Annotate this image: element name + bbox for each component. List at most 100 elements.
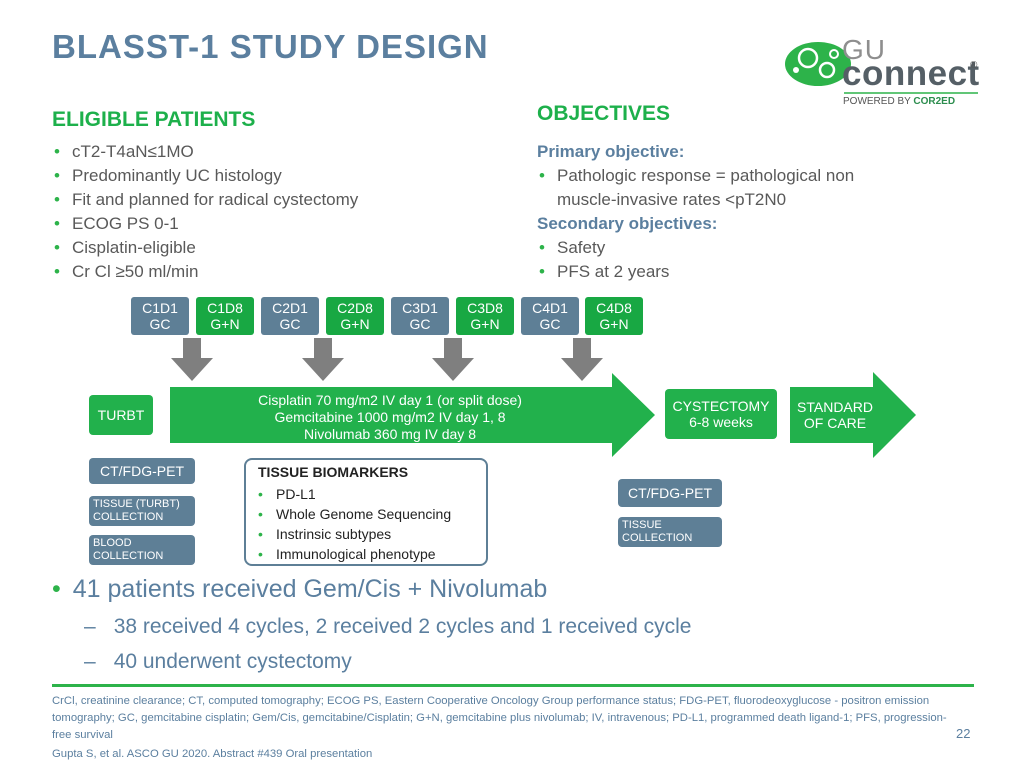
summary-main-text: 41 patients received Gem/Cis + Nivolumab: [72, 575, 548, 603]
tissue-biomarkers-box: TISSUE BIOMARKERS PD-L1 Whole Genome Seq…: [244, 458, 488, 566]
post-tissue-collection-box: TISSUE COLLECTION: [618, 517, 722, 547]
ct-pet-label: CT/FDG-PET: [628, 485, 712, 501]
logo-connect-text: connect: [842, 54, 980, 93]
standard-line: STANDARD: [797, 399, 873, 415]
cycle-regimen: GC: [539, 316, 561, 332]
bullet-dash: –: [84, 650, 96, 673]
cycle-label: C3D1: [402, 300, 438, 316]
cycle-label: C4D1: [532, 300, 568, 316]
cycle-regimen: G+N: [599, 316, 629, 332]
post-ct-pet-box: CT/FDG-PET: [618, 479, 722, 507]
blood-line: BLOOD: [93, 537, 132, 549]
tissue-line: TISSUE (TURBT): [93, 498, 180, 510]
cycle-label: C2D8: [337, 300, 373, 316]
abbreviations-footnote: CrCl, creatinine clearance; CT, computed…: [52, 695, 947, 741]
down-arrow-icon: [171, 338, 213, 381]
summary-main-bullet: • 41 patients received Gem/Cis + Nivoluma…: [52, 575, 547, 604]
cycle-label: C4D8: [596, 300, 632, 316]
turbt-box: TURBT: [89, 395, 153, 435]
cystectomy-box: CYSTECTOMY 6-8 weeks: [665, 389, 777, 439]
cycle-label: C1D1: [142, 300, 178, 316]
cycle-regimen: G+N: [210, 316, 240, 332]
cycle-regimen: GC: [279, 316, 301, 332]
logo-gu-text: GU: [842, 34, 886, 65]
treatment-line: Gemcitabine 1000 mg/m2 IV day 1, 8: [274, 409, 506, 425]
secondary-objective-item: PFS at 2 years: [537, 260, 854, 284]
logo-registered-mark: ®: [970, 60, 978, 71]
turbt-label: TURBT: [97, 407, 145, 423]
primary-objective-label: Primary objective:: [537, 142, 685, 161]
eligible-item: cT2-T4aN≤1MO: [52, 140, 358, 164]
cystectomy-label: CYSTECTOMY: [672, 398, 770, 414]
primary-objective-item: Pathologic response = pathological non: [537, 164, 854, 188]
tissue-line: TISSUE: [622, 519, 662, 531]
cycle-regimen: G+N: [470, 316, 500, 332]
page-title: BLASST-1 STUDY DESIGN: [52, 28, 489, 65]
baseline-ct-pet-box: CT/FDG-PET: [89, 458, 195, 484]
primary-objective-item-cont: muscle-invasive rates <pT2N0: [557, 190, 787, 209]
blood-line: COLLECTION: [93, 550, 164, 562]
tissue-turbt-collection-box: TISSUE (TURBT) COLLECTION: [89, 496, 195, 526]
down-arrow-icon: [302, 338, 344, 381]
cycle-label: C3D8: [467, 300, 503, 316]
treatment-regimen: Cisplatin 70 mg/m2 IV day 1 (or split do…: [170, 392, 610, 443]
page-number: 22: [956, 726, 971, 741]
treatment-line: Nivolumab 360 mg IV day 8: [304, 426, 476, 442]
biomarkers-list: PD-L1 Whole Genome Sequencing Instrinsic…: [256, 484, 451, 564]
blood-collection-box: BLOOD COLLECTION: [89, 535, 195, 565]
logo-powered-by: POWERED BY COR2ED: [843, 96, 955, 107]
cycle-regimen: G+N: [340, 316, 370, 332]
eligible-item: Predominantly UC histology: [52, 164, 358, 188]
powered-by-prefix: POWERED BY: [843, 96, 914, 107]
standard-of-care-label: STANDARD OF CARE: [790, 399, 880, 431]
down-arrow-icon: [561, 338, 603, 381]
secondary-objectives-label: Secondary objectives:: [537, 214, 718, 233]
summary-sub-bullet: –40 underwent cystectomy: [84, 650, 352, 674]
biomarker-item: Instrinsic subtypes: [256, 524, 451, 544]
tissue-line: COLLECTION: [93, 511, 164, 523]
reference-citation: Gupta S, et al. ASCO GU 2020. Abstract #…: [52, 748, 373, 760]
summary-sub-text: 40 underwent cystectomy: [113, 650, 352, 673]
bullet-dash: –: [84, 615, 96, 638]
cycle-label: C1D8: [207, 300, 243, 316]
biomarker-item: PD-L1: [256, 484, 451, 504]
eligible-item: Fit and planned for radical cystectomy: [52, 188, 358, 212]
tissue-line: COLLECTION: [622, 532, 693, 544]
eligible-patients-list: cT2-T4aN≤1MO Predominantly UC histology …: [52, 140, 358, 284]
treatment-arrow-icon: [170, 373, 655, 457]
bullet-dot: •: [52, 575, 61, 603]
biomarker-item: Immunological phenotype: [256, 544, 451, 564]
eligible-item: Cisplatin-eligible: [52, 236, 358, 260]
standard-line: OF CARE: [803, 415, 867, 431]
powered-by-brand: COR2ED: [913, 96, 956, 107]
eligible-patients-heading: ELIGIBLE PATIENTS: [52, 108, 256, 131]
logo-bubbles-icon: [785, 42, 978, 94]
biomarker-item: Whole Genome Sequencing: [256, 504, 451, 524]
down-arrow-icon: [432, 338, 474, 381]
footer-divider: [52, 684, 974, 687]
treatment-line: Cisplatin 70 mg/m2 IV day 1 (or split do…: [258, 392, 522, 408]
summary-sub-text: 38 received 4 cycles, 2 received 2 cycle…: [113, 615, 692, 638]
cycle-regimen: GC: [409, 316, 431, 332]
cycle-label: C2D1: [272, 300, 308, 316]
gu-connect-logo: [780, 32, 980, 112]
cystectomy-timing: 6-8 weeks: [689, 414, 753, 430]
objectives-block: Primary objective: Pathologic response =…: [537, 140, 854, 284]
biomarkers-title: TISSUE BIOMARKERS: [258, 464, 409, 480]
secondary-objective-item: Safety: [537, 236, 854, 260]
eligible-item: ECOG PS 0-1: [52, 212, 358, 236]
standard-of-care-arrow-icon: [790, 372, 916, 458]
eligible-item: Cr Cl ≥50 ml/min: [52, 260, 358, 284]
ct-pet-label: CT/FDG-PET: [100, 463, 184, 479]
objectives-heading: OBJECTIVES: [537, 102, 671, 125]
summary-sub-bullet: –38 received 4 cycles, 2 received 2 cycl…: [84, 615, 691, 639]
